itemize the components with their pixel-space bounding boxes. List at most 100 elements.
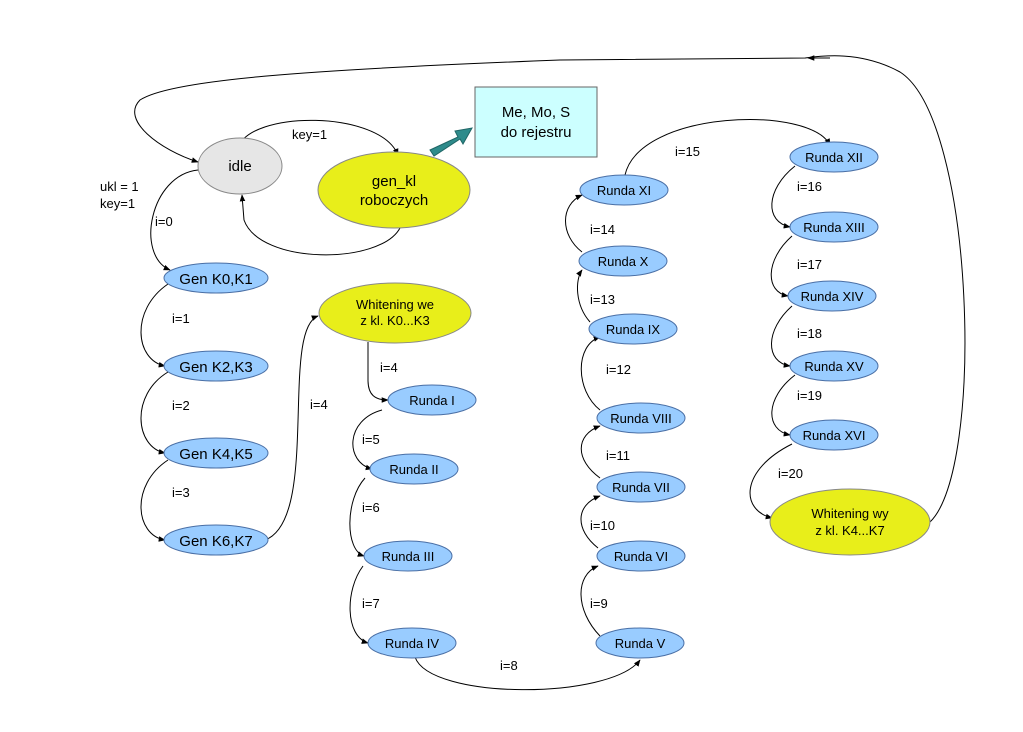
state-runda-5-label: Runda V — [615, 636, 666, 651]
label-i14: i=14 — [590, 222, 615, 237]
label-i18: i=18 — [797, 326, 822, 341]
edge-runda11-to-runda12 — [624, 119, 831, 176]
edge-genk0k1-to-genk2k3 — [140, 283, 169, 368]
label-i0: i=0 — [155, 214, 173, 229]
edge-runda6-to-runda7 — [580, 495, 601, 549]
state-runda-9 — [588, 313, 678, 345]
state-runda-13 — [789, 211, 879, 243]
state-runda-10-label: Runda X — [598, 254, 649, 269]
state-runda-6 — [596, 540, 686, 572]
state-gen-k2k3-label: Gen K2,K3 — [179, 359, 252, 376]
state-gen-k6k7 — [163, 524, 269, 556]
state-runda-11-label: Runda XI — [597, 183, 651, 198]
label-i10: i=10 — [590, 518, 615, 533]
label-i16: i=16 — [797, 179, 822, 194]
state-runda-6-label: Runda VI — [614, 549, 668, 564]
state-gen-kl — [317, 151, 471, 229]
edge-runda14-to-runda15 — [771, 305, 793, 368]
state-whitening-we-label-2: z kl. K0...K3 — [360, 313, 429, 328]
state-runda-15 — [789, 350, 879, 382]
state-idle — [197, 137, 283, 195]
edge-runda8-to-runda9 — [580, 336, 601, 411]
edge-runda15-to-runda16 — [771, 374, 796, 437]
edge-labels: key=1 ukl = 1 key=1 i=0 i=1 i=2 i=3 i=4 … — [100, 127, 822, 673]
register-box-label-2: do rejestru — [501, 124, 572, 141]
state-runda-10 — [578, 245, 668, 277]
state-idle-label: idle — [228, 158, 251, 175]
label-key1: key=1 — [292, 127, 327, 142]
label-i3: i=3 — [172, 485, 190, 500]
state-gen-k4k5-label: Gen K4,K5 — [179, 446, 252, 463]
edges — [134, 55, 966, 691]
register-box-label-1: Me, Mo, S — [502, 104, 570, 121]
state-runda-1 — [387, 384, 477, 416]
label-i8: i=8 — [500, 658, 518, 673]
state-runda-14-label: Runda XIV — [801, 289, 864, 304]
edge-idle-to-genk0k1 — [150, 169, 199, 271]
edge-runda16-to-whitening-wy — [749, 443, 793, 520]
state-runda-15-label: Runda XV — [804, 359, 864, 374]
edge-genk4k5-to-genk6k7 — [140, 459, 169, 542]
state-whitening-wy — [769, 488, 931, 556]
edge-runda4-to-runda5 — [414, 656, 641, 691]
state-runda-14 — [787, 280, 877, 312]
edge-genkl-to-idle — [239, 194, 401, 256]
state-runda-12-label: Runda XII — [805, 150, 863, 165]
label-i17: i=17 — [797, 257, 822, 272]
state-whitening-wy-label-1: Whitening wy — [811, 506, 889, 521]
label-i5: i=5 — [362, 432, 380, 447]
state-runda-7-label: Runda VII — [612, 480, 670, 495]
state-runda-7 — [596, 471, 686, 503]
state-gen-k6k7-label: Gen K6,K7 — [179, 533, 252, 550]
label-ukl-2: key=1 — [100, 196, 135, 211]
state-runda-2 — [369, 453, 459, 485]
state-runda-2-label: Runda II — [389, 462, 438, 477]
register-box — [474, 86, 598, 158]
label-i4b: i=4 — [380, 360, 398, 375]
state-runda-16-label: Runda XVI — [803, 428, 866, 443]
edge-whitening-we-to-runda1 — [367, 342, 389, 403]
state-runda-1-label: Runda I — [409, 393, 455, 408]
state-runda-13-label: Runda XIII — [803, 220, 864, 235]
edge-genk6k7-to-whitening-we — [264, 315, 319, 541]
label-i13: i=13 — [590, 292, 615, 307]
state-runda-5 — [595, 627, 685, 659]
label-i15: i=15 — [675, 144, 700, 159]
edge-runda5-to-runda6 — [580, 565, 601, 637]
state-runda-9-label: Runda IX — [606, 322, 661, 337]
edge-runda2-to-runda3 — [349, 477, 366, 557]
edge-runda9-to-runda10 — [576, 269, 591, 323]
label-i19: i=19 — [797, 388, 822, 403]
label-i6: i=6 — [362, 500, 380, 515]
edge-runda13-to-runda14 — [770, 235, 793, 298]
label-i7: i=7 — [362, 596, 380, 611]
label-i2: i=2 — [172, 398, 190, 413]
edge-runda12-to-runda13 — [771, 165, 796, 229]
state-runda-3 — [363, 540, 453, 572]
label-i1: i=1 — [172, 311, 190, 326]
state-runda-12 — [789, 141, 879, 173]
state-gen-kl-label-2: roboczych — [360, 192, 428, 209]
label-i9: i=9 — [590, 596, 608, 611]
label-i4a: i=4 — [310, 397, 328, 412]
edge-runda3-to-runda4 — [349, 565, 369, 644]
edge-idle-to-genkl — [237, 119, 399, 156]
nodes: idle gen_kl roboczych Me, Mo, S do rejes… — [163, 86, 931, 659]
state-gen-kl-label-1: gen_kl — [372, 173, 416, 190]
state-runda-16 — [789, 419, 879, 451]
state-runda-8 — [596, 402, 686, 434]
state-whitening-we-label-1: Whitening we — [356, 297, 434, 312]
edge-runda7-to-runda8 — [580, 425, 601, 479]
label-i12: i=12 — [606, 362, 631, 377]
edge-genk2k3-to-genk4k5 — [140, 371, 169, 455]
state-gen-k2k3 — [163, 350, 269, 382]
state-runda-8-label: Runda VIII — [610, 411, 671, 426]
state-gen-k4k5 — [163, 437, 269, 469]
state-runda-11 — [579, 174, 669, 206]
label-i11: i=11 — [606, 448, 630, 463]
label-ukl-1: ukl = 1 — [100, 179, 139, 194]
state-gen-k0k1-label: Gen K0,K1 — [179, 271, 252, 288]
edge-runda10-to-runda11 — [565, 194, 583, 253]
state-runda-4 — [367, 627, 457, 659]
